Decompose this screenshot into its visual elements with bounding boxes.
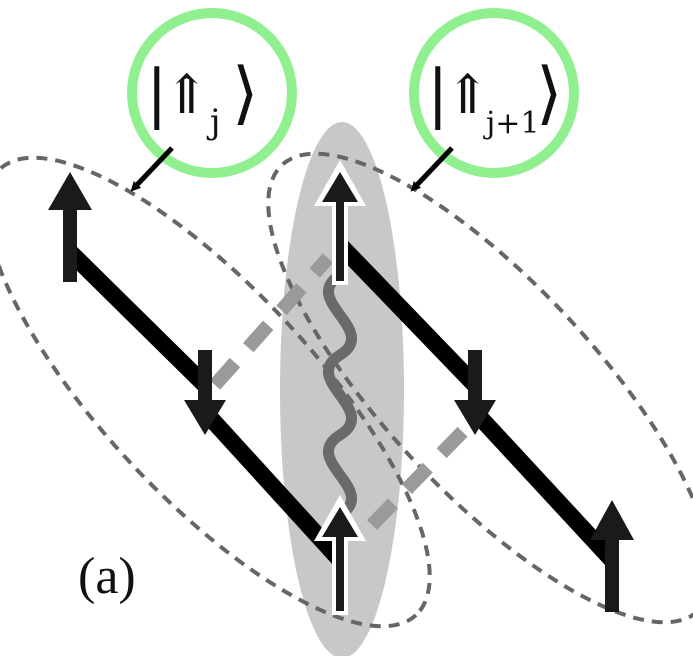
left-ket-pointer bbox=[130, 146, 174, 192]
left-ket-arrow: ⇑ bbox=[164, 63, 209, 126]
wavy-interaction-link bbox=[323, 269, 357, 521]
right-ket-label: | ⇑ j+1 ⟩ bbox=[409, 8, 579, 178]
right-ket-circle bbox=[409, 8, 579, 178]
left-ket-label: | ⇑ j ⟩ bbox=[127, 8, 297, 178]
left-ket-bracket: ⟩ bbox=[232, 54, 259, 133]
spin-up-arrow-icon bbox=[314, 160, 366, 285]
left-cluster-ellipse bbox=[0, 155, 432, 629]
spin-up-arrow-icon bbox=[590, 500, 634, 612]
dashed-connector-lower bbox=[366, 419, 476, 530]
right-ket-subscript: j+1 bbox=[483, 106, 540, 141]
dashed-connector-upper bbox=[209, 253, 334, 390]
left-chain-segment-upper bbox=[64, 245, 211, 392]
panel-label: (a) bbox=[78, 548, 136, 605]
spin-up-arrow-icon bbox=[314, 495, 366, 615]
spin-down-arrow-icon bbox=[454, 350, 496, 435]
right-cluster-ellipse bbox=[266, 151, 693, 625]
left-ket-bar: | bbox=[146, 57, 168, 131]
right-chain-segment-lower bbox=[468, 406, 619, 566]
right-ket-pointer bbox=[410, 146, 454, 192]
left-ket-circle bbox=[127, 8, 297, 178]
spin-down-arrow-icon bbox=[184, 350, 226, 435]
right-ket-bracket: ⟩ bbox=[536, 54, 563, 133]
right-chain-segment-upper bbox=[333, 239, 482, 391]
right-ket-bar: | bbox=[427, 57, 449, 131]
left-ket-subscript: j bbox=[206, 102, 221, 142]
spin-up-arrow-icon bbox=[48, 172, 92, 282]
right-ket-arrow: ⇑ bbox=[445, 63, 490, 126]
